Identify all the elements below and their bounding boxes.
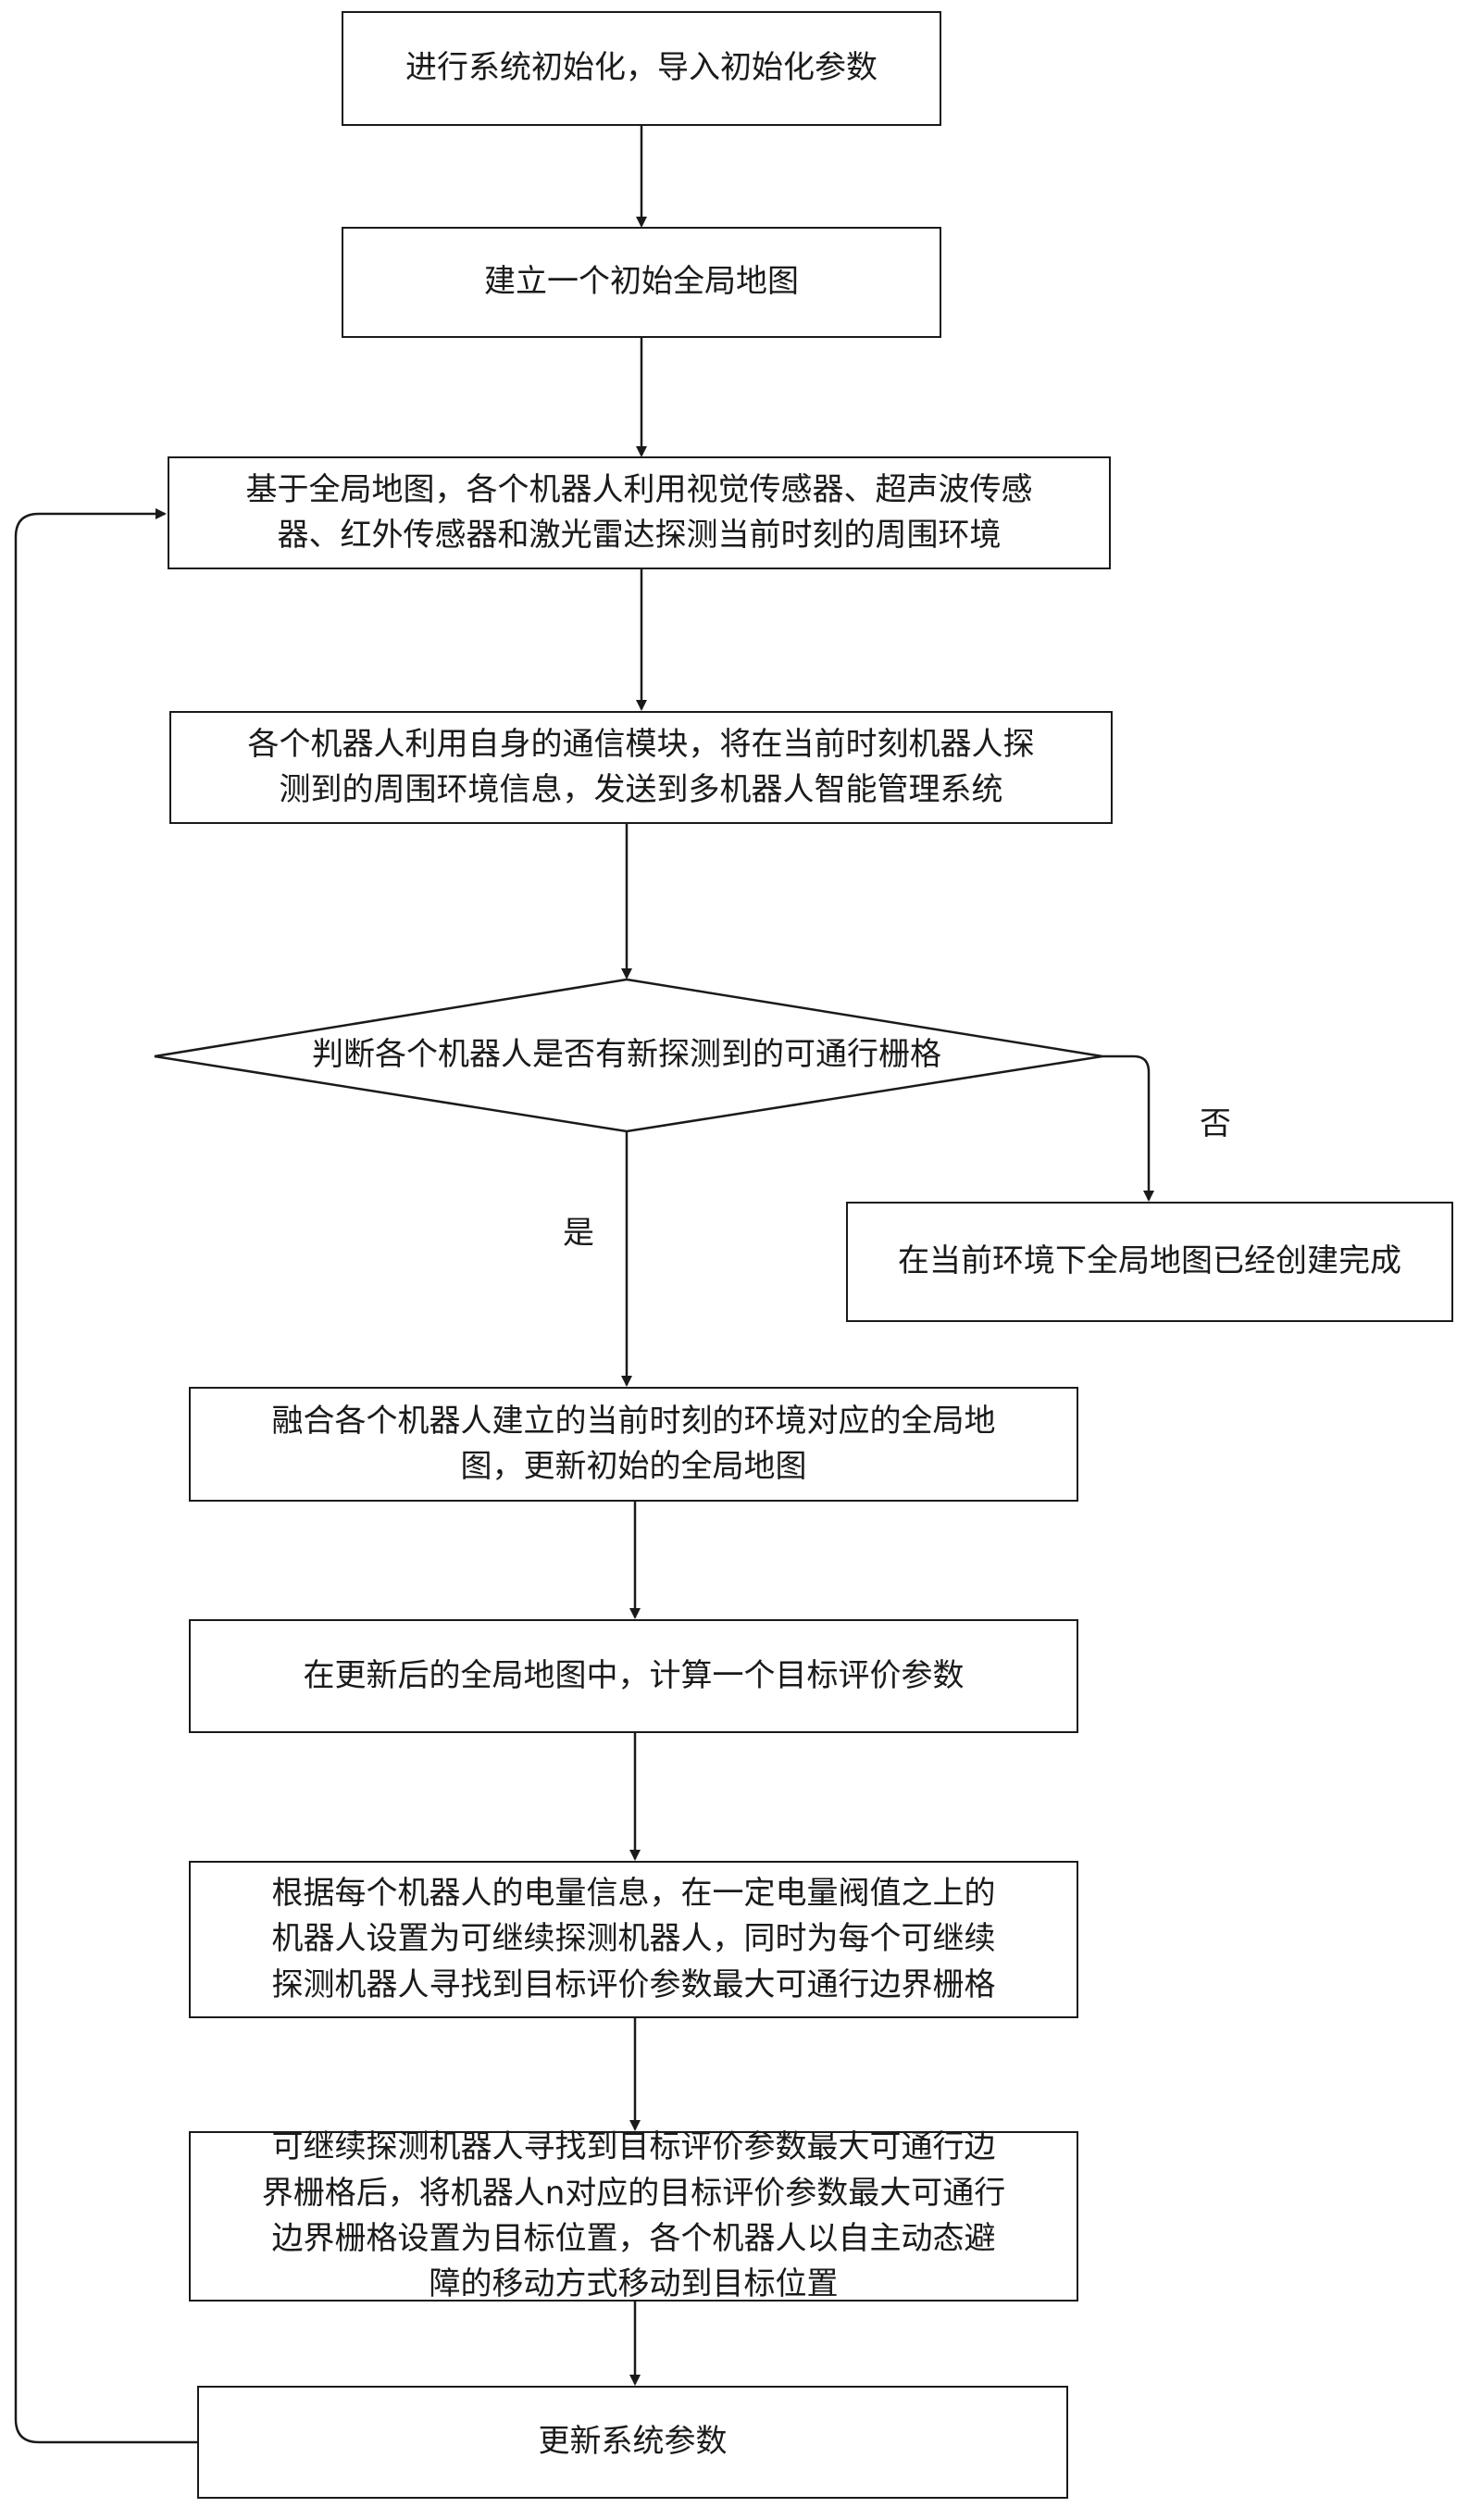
- branch-label-yes: 是: [563, 1215, 594, 1252]
- step-move: 可继续探测机器人寻找到目标评价参数最大可通行边 界栅格后，将机器人n对应的目标评…: [189, 2128, 1078, 2302]
- decision-diamond: [154, 978, 1103, 1133]
- step-build-map: 建立一个初始全局地图: [342, 227, 941, 338]
- arrow-decision-no: [1102, 1054, 1154, 1202]
- step-send: 各个机器人利用自身的通信模块，将在当前时刻机器人探 测到的周围环境信息，发送到多…: [169, 711, 1113, 824]
- step-done: 在当前环境下全局地图已经创建完成: [846, 1202, 1453, 1322]
- branch-label-no: 否: [1200, 1105, 1231, 1142]
- step-sense: 基于全局地图，各个机器人利用视觉传感器、超声波传感 器、红外传感器和激光雷达探测…: [168, 456, 1111, 569]
- step-select: 根据每个机器人的电量信息，在一定电量阀值之上的 机器人设置为可继续探测机器人，同…: [189, 1861, 1078, 2018]
- decision-text: 判断各个机器人是否有新探测到的可通行栅格: [312, 1036, 941, 1073]
- arrow-loop-back: [14, 508, 197, 2444]
- step-init: 进行系统初始化，导入初始化参数: [342, 11, 941, 126]
- step-update: 更新系统参数: [197, 2386, 1068, 2499]
- step-compute: 在更新后的全局地图中，计算一个目标评价参数: [189, 1619, 1078, 1733]
- step-fuse: 融合各个机器人建立的当前时刻的环境对应的全局地 图，更新初始的全局地图: [189, 1387, 1078, 1502]
